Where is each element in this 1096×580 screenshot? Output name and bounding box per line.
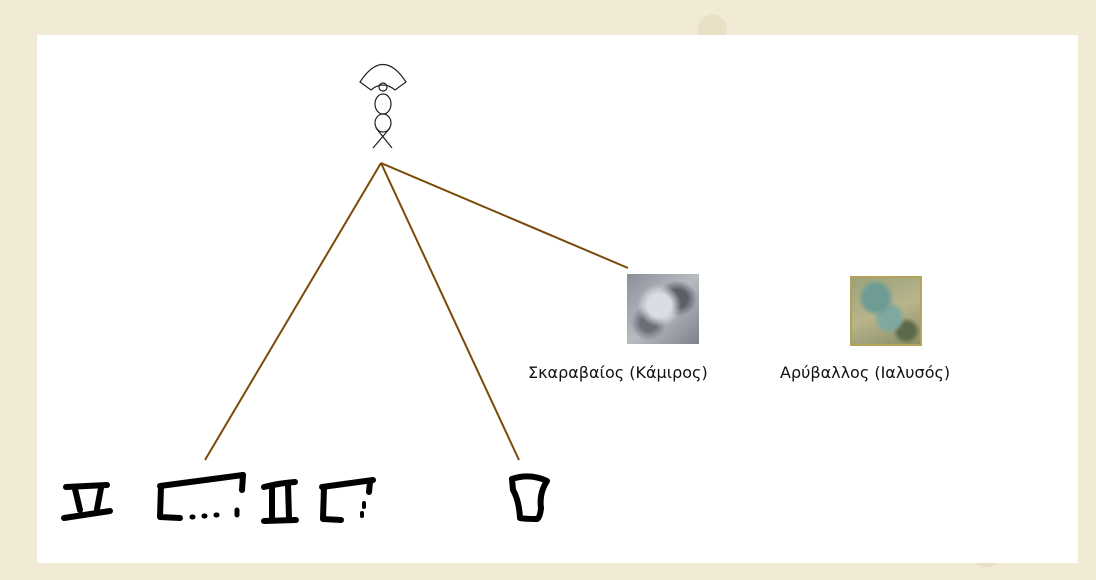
glyph-3-icon	[261, 479, 299, 524]
aryballos-photo-icon	[850, 276, 922, 346]
connector-lines	[204, 162, 629, 461]
scarab-photo-icon	[627, 274, 699, 344]
connector-to-inscription-group	[204, 162, 382, 461]
deity-figure-icon	[359, 64, 407, 149]
connector-to-single-glyph	[380, 162, 520, 461]
glyph-1-icon	[61, 482, 113, 521]
glyph-2-icon	[157, 472, 246, 521]
glyph-4-icon	[319, 477, 376, 523]
inscription-glyph-group	[61, 472, 376, 524]
single-glyph-icon	[509, 473, 550, 522]
scarab-caption: Σκαραβαίος (Κάμιρος)	[528, 363, 708, 382]
aryballos-caption: Αρύβαλλος (Ιαλυσός)	[780, 363, 951, 382]
connector-to-scarab	[380, 162, 629, 269]
